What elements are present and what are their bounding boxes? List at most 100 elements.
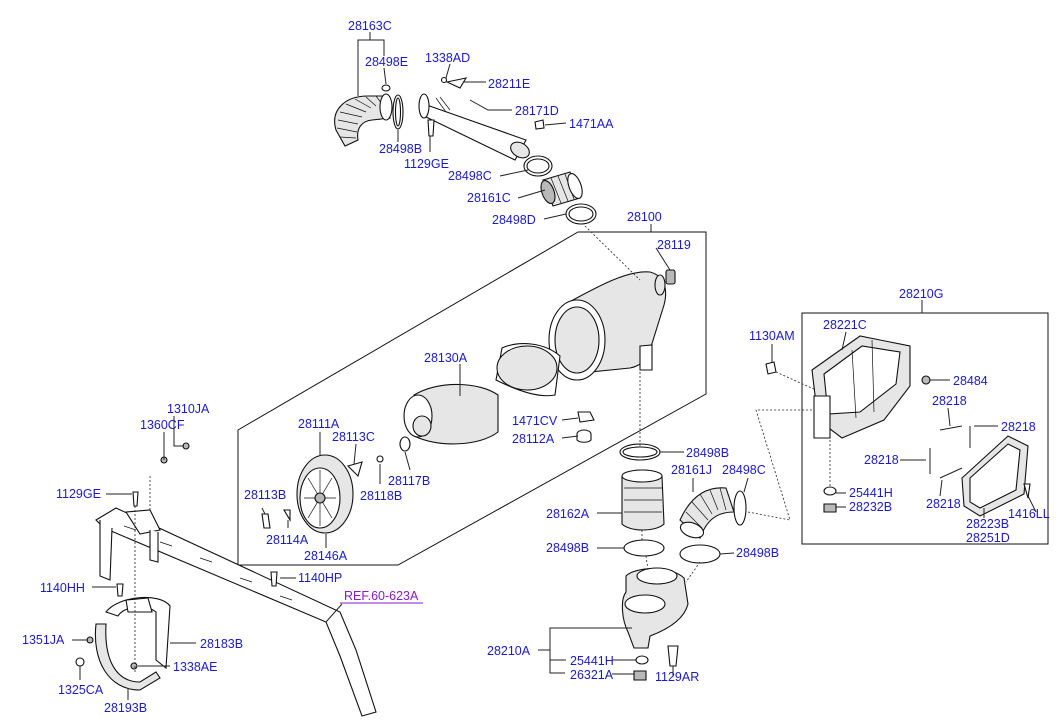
reference-link[interactable]: REF.60-623A [344, 589, 419, 603]
clip-1471cv[interactable] [577, 411, 595, 423]
label-28218-d[interactable]: 28218 [926, 497, 961, 511]
label-1338ae[interactable]: 1338AE [173, 660, 217, 674]
label-1471aa[interactable]: 1471AA [569, 117, 614, 131]
label-28183b[interactable]: 28183B [200, 637, 243, 651]
label-28221c[interactable]: 28221C [823, 318, 867, 332]
label-28162a[interactable]: 28162A [546, 507, 590, 521]
clip-28113b[interactable] [261, 513, 271, 529]
label-1129ge-top[interactable]: 1129GE [404, 157, 449, 171]
clamp-28498b-mid[interactable] [619, 443, 661, 461]
cap-28112a[interactable] [576, 429, 592, 443]
clip-28114a[interactable] [283, 509, 291, 522]
air-cleaner-housing-28100[interactable] [548, 271, 667, 381]
clamp-28498b-left[interactable] [623, 539, 665, 557]
label-28161c[interactable]: 28161C [467, 191, 511, 205]
label-1130am[interactable]: 1130AM [749, 329, 795, 343]
bolt-1130am[interactable] [765, 361, 777, 375]
bolt-1140hh[interactable] [116, 583, 124, 597]
washer-28117b[interactable] [399, 436, 411, 452]
mounting-bracket[interactable] [99, 509, 161, 581]
label-1140hh[interactable]: 1140HH [40, 581, 85, 595]
bolt-1338ae[interactable] [130, 662, 138, 670]
label-28161j[interactable]: 28161J [671, 463, 712, 477]
bolt-1129ge-top[interactable] [427, 119, 435, 137]
label-28113c[interactable]: 28113C [332, 430, 375, 444]
bolt-1129ar[interactable] [667, 645, 679, 667]
label-25441h-right[interactable]: 25441H [849, 486, 893, 500]
label-28193b[interactable]: 28193B [104, 701, 147, 715]
label-28130a[interactable]: 28130A [424, 351, 468, 365]
cap-25441h-bottom[interactable] [635, 655, 649, 665]
label-28171d[interactable]: 28171D [515, 104, 559, 118]
filter-element-28130a[interactable] [403, 383, 499, 445]
label-28498c-mid[interactable]: 28498C [722, 463, 766, 477]
clamp-ring-28498d[interactable] [565, 203, 597, 225]
sensor-28119[interactable] [665, 269, 676, 285]
label-28112a[interactable]: 28112A [512, 432, 555, 446]
label-28118b[interactable]: 28118B [360, 489, 402, 503]
elbow-hose-28161j[interactable] [678, 487, 735, 541]
filter-seal-28223b[interactable] [961, 435, 1029, 517]
label-28218-b[interactable]: 28218 [1001, 420, 1036, 434]
label-1140hp[interactable]: 1140HP [298, 571, 342, 585]
bolt-1129ge-left[interactable] [132, 491, 139, 507]
grommet-28484[interactable] [921, 375, 931, 385]
label-28114a[interactable]: 28114A [266, 533, 309, 547]
rod-28218-a[interactable] [939, 425, 963, 431]
clip-28113c[interactable] [346, 461, 363, 478]
label-1129ge-left[interactable]: 1129GE [56, 487, 101, 501]
label-28210a[interactable]: 28210A [487, 644, 531, 658]
label-28146a[interactable]: 28146A [304, 549, 348, 563]
label-1471cv[interactable]: 1471CV [512, 414, 558, 428]
label-28113b[interactable]: 28113B [244, 488, 286, 502]
label-1360cf[interactable]: 1360CF [140, 418, 185, 432]
rubber-elbow-hose-28163c[interactable] [334, 93, 393, 147]
label-1310ja[interactable]: 1310JA [167, 402, 210, 416]
label-28498c-top[interactable]: 28498C [448, 169, 492, 183]
label-28218-c[interactable]: 28218 [864, 453, 899, 467]
label-26321a[interactable]: 26321A [570, 668, 614, 682]
label-28218-a[interactable]: 28218 [932, 394, 967, 408]
rod-28218-d[interactable] [939, 467, 963, 479]
coupler-28162a[interactable] [621, 469, 665, 531]
nut-1325ca[interactable] [75, 657, 85, 667]
label-28498b-right[interactable]: 28498B [736, 546, 779, 560]
label-1325ca[interactable]: 1325CA [58, 683, 104, 697]
label-28111a[interactable]: 28111A [298, 417, 340, 431]
label-28498d[interactable]: 28498D [492, 213, 536, 227]
clamp-ring-28498c-top[interactable] [523, 155, 553, 177]
hose-clamp-28498e[interactable] [381, 84, 391, 92]
label-1338ad[interactable]: 1338AD [425, 51, 470, 65]
end-cover-28111a[interactable] [296, 454, 354, 534]
label-25441h-bottom[interactable]: 25441H [570, 654, 614, 668]
band-28193b[interactable] [94, 623, 161, 691]
label-28210g[interactable]: 28210G [899, 287, 943, 301]
clamp-28498b-right[interactable] [679, 544, 721, 564]
strap-bracket-28183b[interactable] [105, 596, 171, 670]
reference-link-group[interactable]: REF.60-623A [340, 589, 423, 604]
lower-duct-28210a[interactable] [621, 567, 689, 649]
label-28232b[interactable]: 28232B [849, 500, 892, 514]
pin-1416ll[interactable] [1023, 483, 1031, 499]
label-28498b-left[interactable]: 28498B [546, 541, 589, 555]
label-28163c[interactable]: 28163C [348, 19, 392, 33]
bracket-28211e[interactable] [445, 77, 468, 89]
plug-28232b[interactable] [823, 503, 837, 513]
label-1351ja[interactable]: 1351JA [22, 633, 65, 647]
label-1129ar[interactable]: 1129AR [655, 670, 699, 684]
inner-sleeve[interactable] [495, 343, 561, 397]
filter-case-28221c[interactable] [811, 335, 911, 439]
label-1416ll[interactable]: 1416LL [1008, 507, 1050, 521]
cap-25441h-right[interactable] [823, 486, 837, 496]
label-28117b[interactable]: 28117B [388, 474, 430, 488]
label-28484[interactable]: 28484 [953, 374, 988, 388]
label-28211e[interactable]: 28211E [488, 77, 530, 91]
clamp-ring-28498b-top[interactable] [392, 94, 404, 130]
label-28498b-mid[interactable]: 28498B [686, 446, 729, 460]
bolt-1338ad[interactable] [440, 76, 448, 84]
intake-duct-28171d[interactable] [418, 93, 532, 161]
bolt-1471aa[interactable] [534, 119, 545, 130]
label-28100[interactable]: 28100 [627, 210, 662, 224]
washer-28118b[interactable] [376, 455, 384, 463]
label-28498b-top[interactable]: 28498B [379, 142, 422, 156]
